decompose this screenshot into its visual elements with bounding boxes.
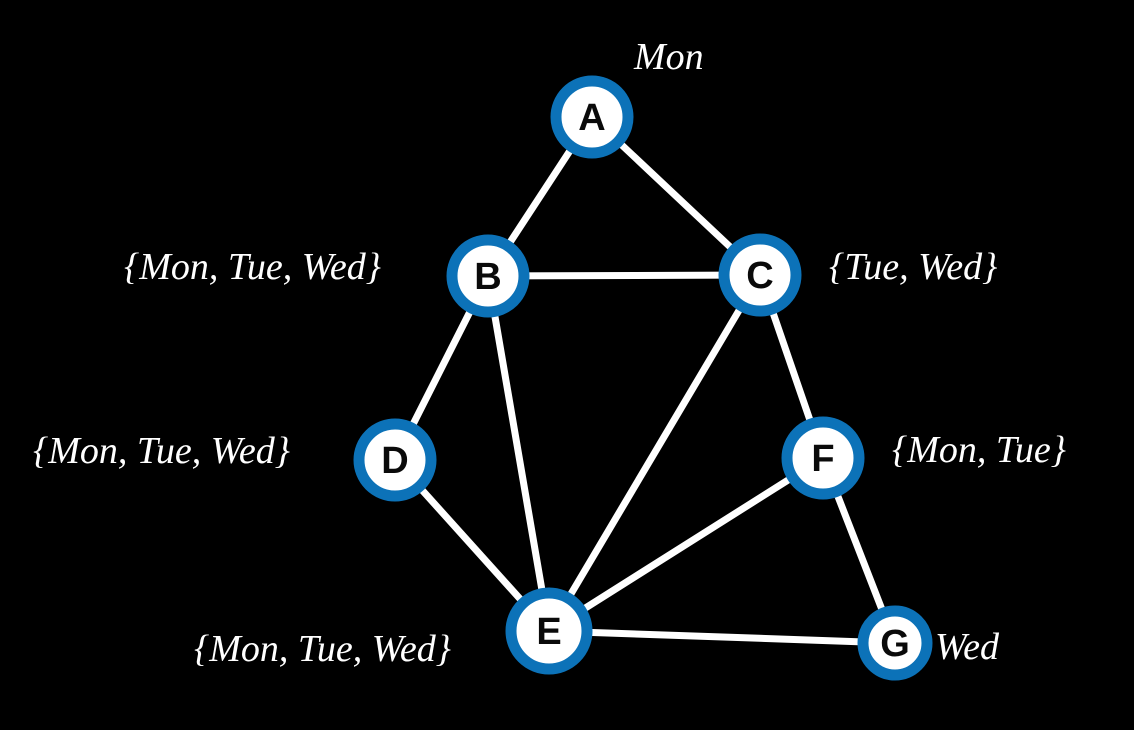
node-b[interactable]: B [446, 234, 530, 318]
node-e[interactable]: E [505, 587, 593, 675]
node-circle-b[interactable] [446, 234, 530, 318]
node-c[interactable]: C [718, 233, 802, 317]
node-circle-d[interactable] [353, 418, 437, 502]
node-circle-c[interactable] [718, 233, 802, 317]
node-letter-b: B [474, 256, 501, 298]
node-f[interactable]: F [781, 416, 865, 500]
domain-label-d: {Mon, Tue, Wed} [33, 430, 290, 472]
node-a[interactable]: A [550, 75, 634, 159]
node-letter-a: A [578, 97, 605, 139]
domain-label-c: {Tue, Wed} [829, 246, 998, 288]
domain-label-a: Mon [634, 36, 704, 78]
domain-label-g: Wed [935, 626, 1000, 668]
node-d[interactable]: D [353, 418, 437, 502]
node-circle-a[interactable] [550, 75, 634, 159]
edges-group [391, 113, 899, 647]
node-letter-d: D [381, 440, 408, 482]
node-letter-f: F [811, 438, 834, 480]
edge-e-g [545, 627, 899, 647]
node-g[interactable]: G [857, 605, 933, 681]
node-circle-e[interactable] [505, 587, 593, 675]
edge-b-e [484, 272, 553, 635]
node-letter-c: C [746, 255, 773, 297]
node-circle-g[interactable] [857, 605, 933, 681]
domain-label-e: {Mon, Tue, Wed} [194, 628, 451, 670]
node-letter-e: E [536, 611, 561, 653]
domain-label-f: {Mon, Tue} [892, 429, 1066, 471]
edge-b-c [484, 271, 764, 280]
domain-label-b: {Mon, Tue, Wed} [124, 246, 381, 288]
edge-e-f [545, 454, 827, 635]
node-circle-f[interactable] [781, 416, 865, 500]
nodes-group: A B C D E F G [353, 75, 933, 681]
node-letter-g: G [880, 623, 910, 665]
edge-c-e [545, 271, 764, 635]
